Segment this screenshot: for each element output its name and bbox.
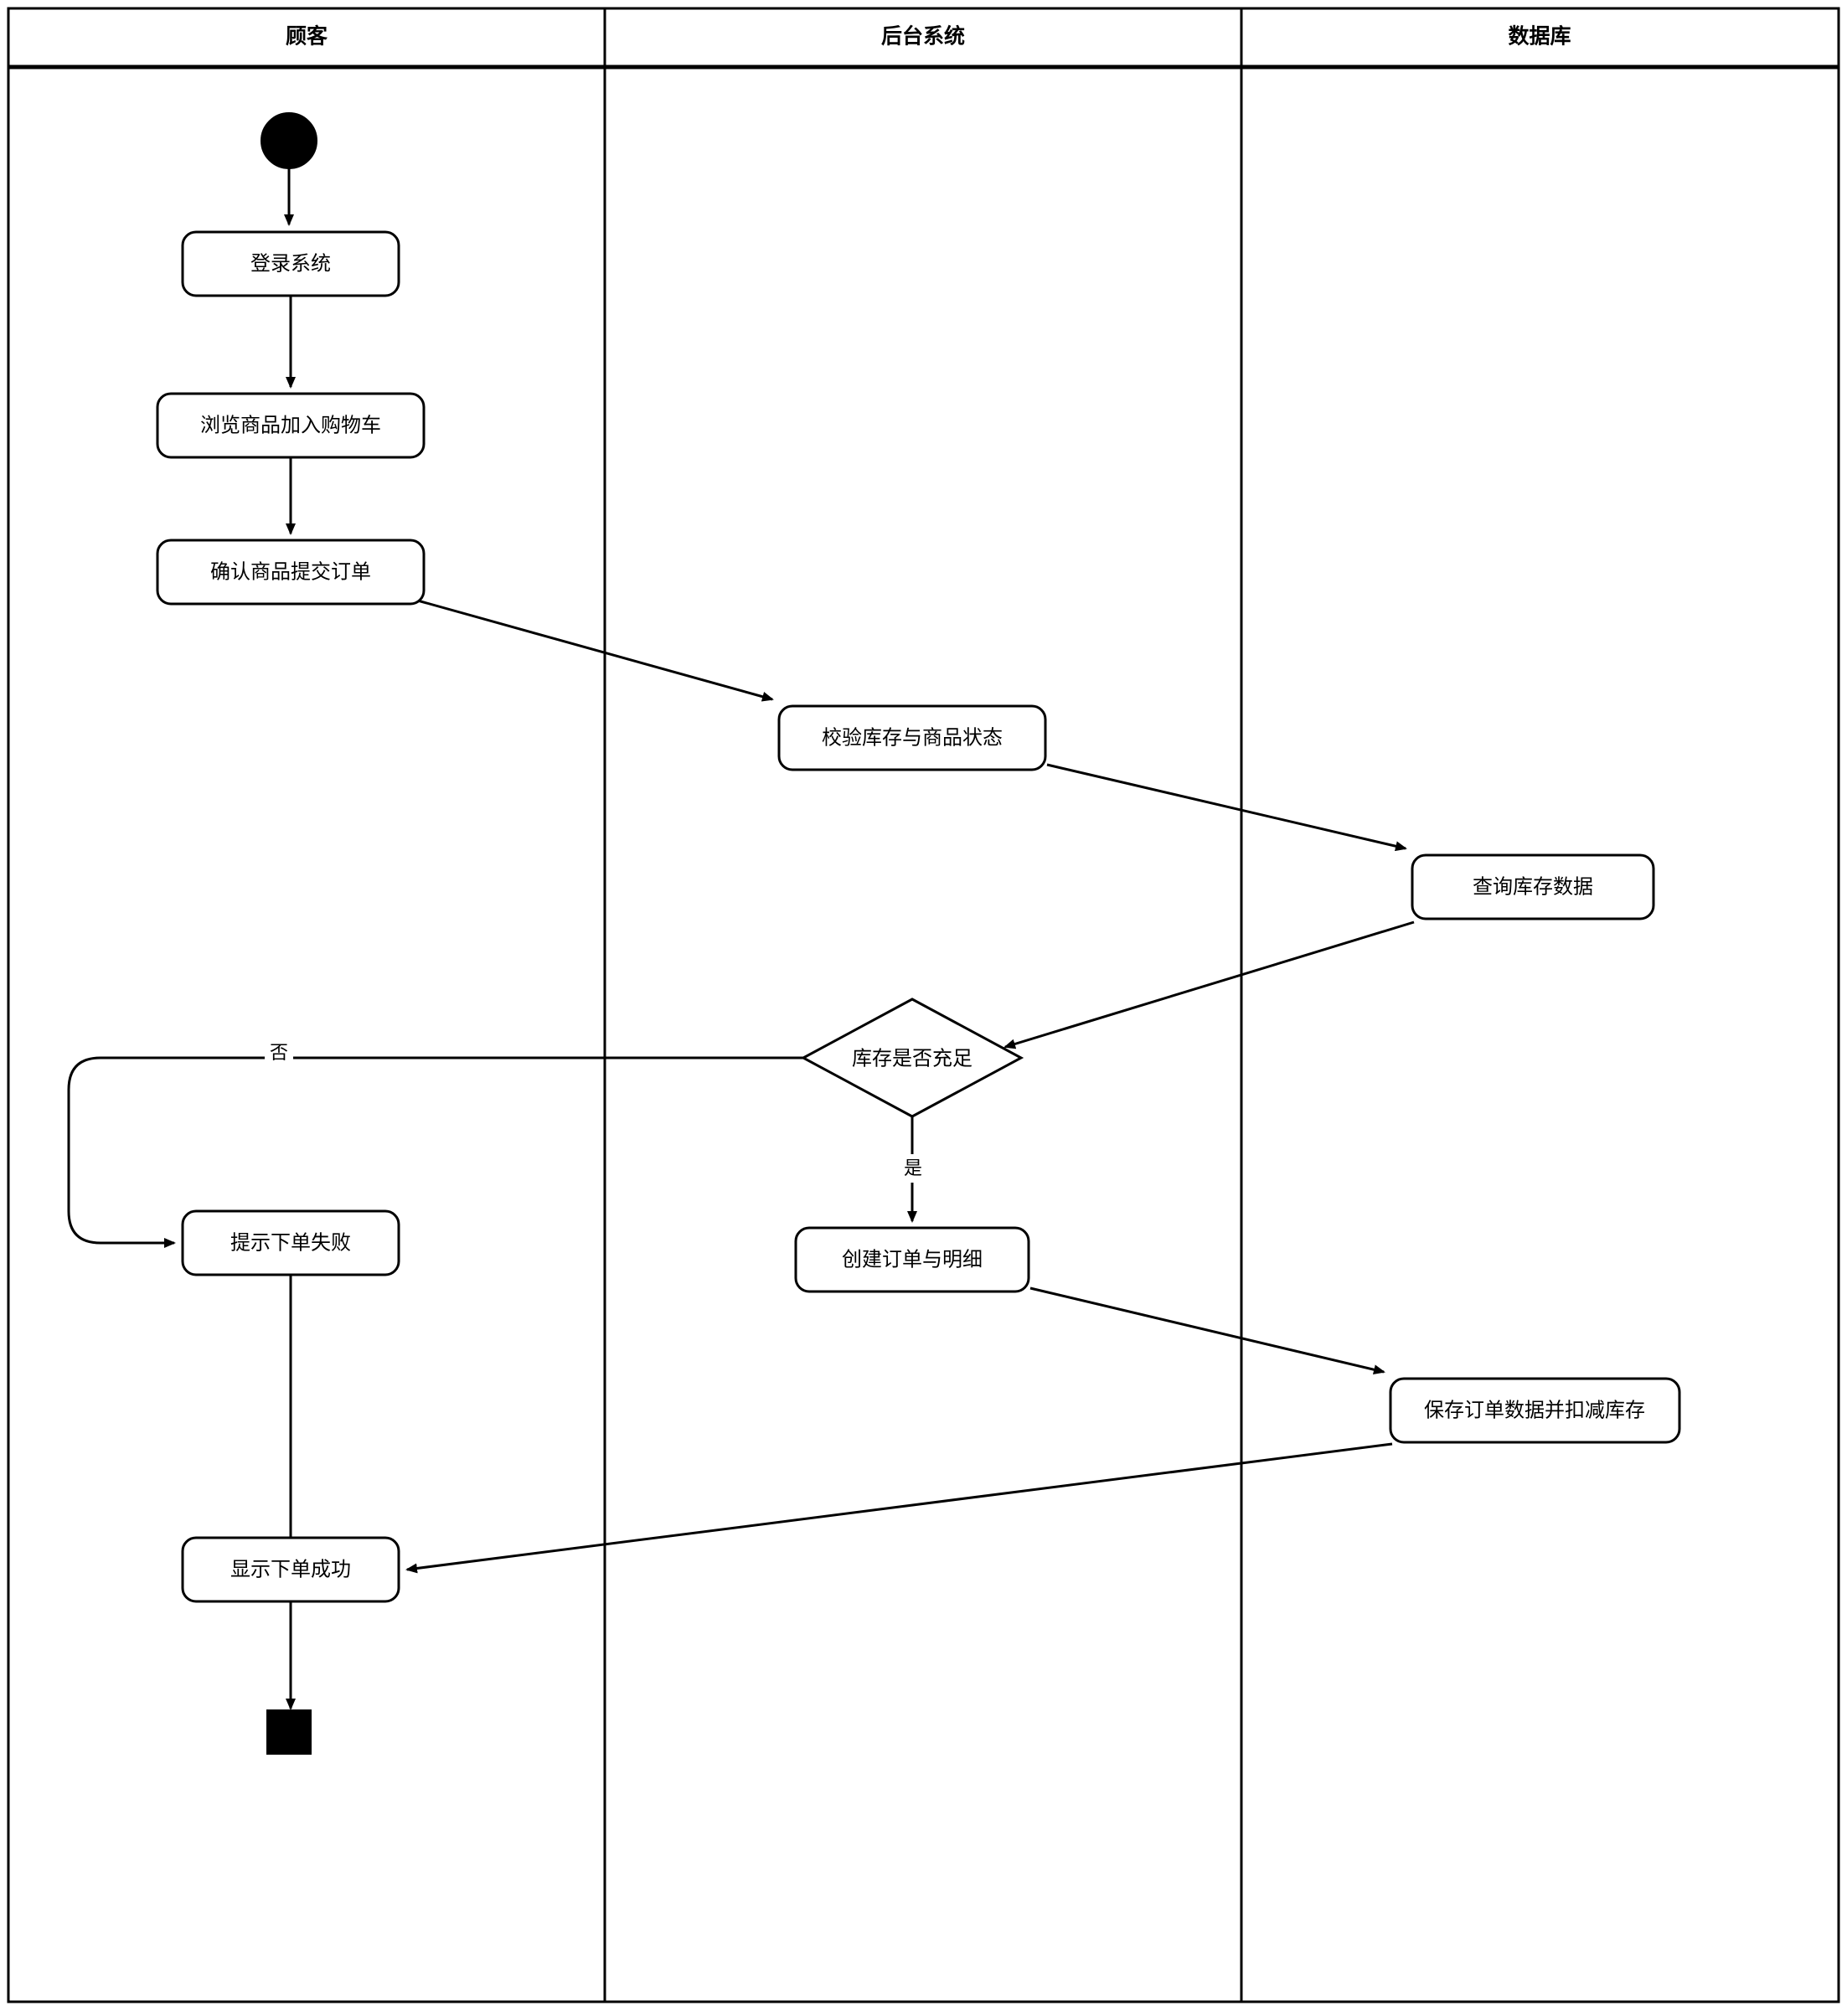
final-node-icon <box>266 1709 312 1755</box>
edge-label-yes: 是 <box>904 1158 922 1178</box>
node-verify-label: 校验库存与商品状态 <box>822 726 1003 749</box>
edge-verify-to-query <box>1046 763 1407 852</box>
node-browse[interactable]: 浏览商品加入购物车 <box>156 392 426 459</box>
node-query-label: 查询库存数据 <box>1473 875 1593 898</box>
edge-label-yes-backing <box>899 1154 927 1183</box>
activity-box <box>1389 1377 1681 1444</box>
edge-label-no: 否 <box>270 1042 288 1063</box>
edge-label-no-backing <box>265 1039 293 1067</box>
node-start[interactable] <box>261 112 317 169</box>
node-query[interactable]: 查询库存数据 <box>1411 853 1655 920</box>
activity-box <box>1411 853 1655 920</box>
edge-decision-to-fail <box>67 1056 812 1248</box>
initial-node-icon <box>261 112 317 169</box>
node-browse-label: 浏览商品加入购物车 <box>200 414 381 436</box>
flow-edges <box>67 168 1415 1710</box>
node-login[interactable]: 登录系统 <box>181 230 400 297</box>
node-fail[interactable]: 提示下单失败 <box>181 1209 400 1276</box>
node-end[interactable] <box>266 1709 312 1755</box>
lane-header-backend: 后台系统 <box>881 24 965 49</box>
node-submit-label: 确认商品提交订单 <box>210 560 371 583</box>
node-success[interactable]: 显示下单成功 <box>181 1536 400 1603</box>
activity-box <box>181 1536 400 1603</box>
node-success-label: 显示下单成功 <box>230 1558 351 1580</box>
activity-box <box>777 704 1047 771</box>
node-save-order[interactable]: 保存订单数据并扣减库存 <box>1389 1377 1681 1444</box>
node-save-order-label: 保存订单数据并扣减库存 <box>1424 1399 1645 1421</box>
node-verify[interactable]: 校验库存与商品状态 <box>777 704 1047 771</box>
decision-diamond <box>800 998 1024 1118</box>
edge-save-order-to-success <box>405 1442 1393 1574</box>
edge-labels: 否 是 <box>265 1039 927 1183</box>
edge-submit-to-verify <box>414 598 774 702</box>
node-create-order-label: 创建订单与明细 <box>842 1248 983 1271</box>
edge-create-order-to-save-order <box>1029 1286 1385 1375</box>
activity-box <box>181 1209 400 1276</box>
node-login-label: 登录系统 <box>250 252 331 275</box>
lane-header-customer: 顾客 <box>286 24 328 49</box>
node-decision-label: 库存是否充足 <box>852 1047 973 1070</box>
edge-query-to-decision <box>1003 920 1415 1049</box>
lane-header-database: 数据库 <box>1508 25 1571 49</box>
activity-box <box>794 1226 1030 1293</box>
node-fail-label: 提示下单失败 <box>230 1231 351 1254</box>
activity-box <box>181 230 400 297</box>
lane-headers: 顾客 后台系统 数据库 <box>286 24 1571 49</box>
activity-box <box>156 392 426 459</box>
node-create-order[interactable]: 创建订单与明细 <box>794 1226 1030 1293</box>
swimlane-outer-border <box>7 7 1840 2003</box>
swimlane-frame <box>7 7 1840 2003</box>
node-submit[interactable]: 确认商品提交订单 <box>156 539 426 606</box>
activity-box <box>156 539 426 606</box>
node-decision[interactable]: 库存是否充足 <box>800 998 1024 1118</box>
